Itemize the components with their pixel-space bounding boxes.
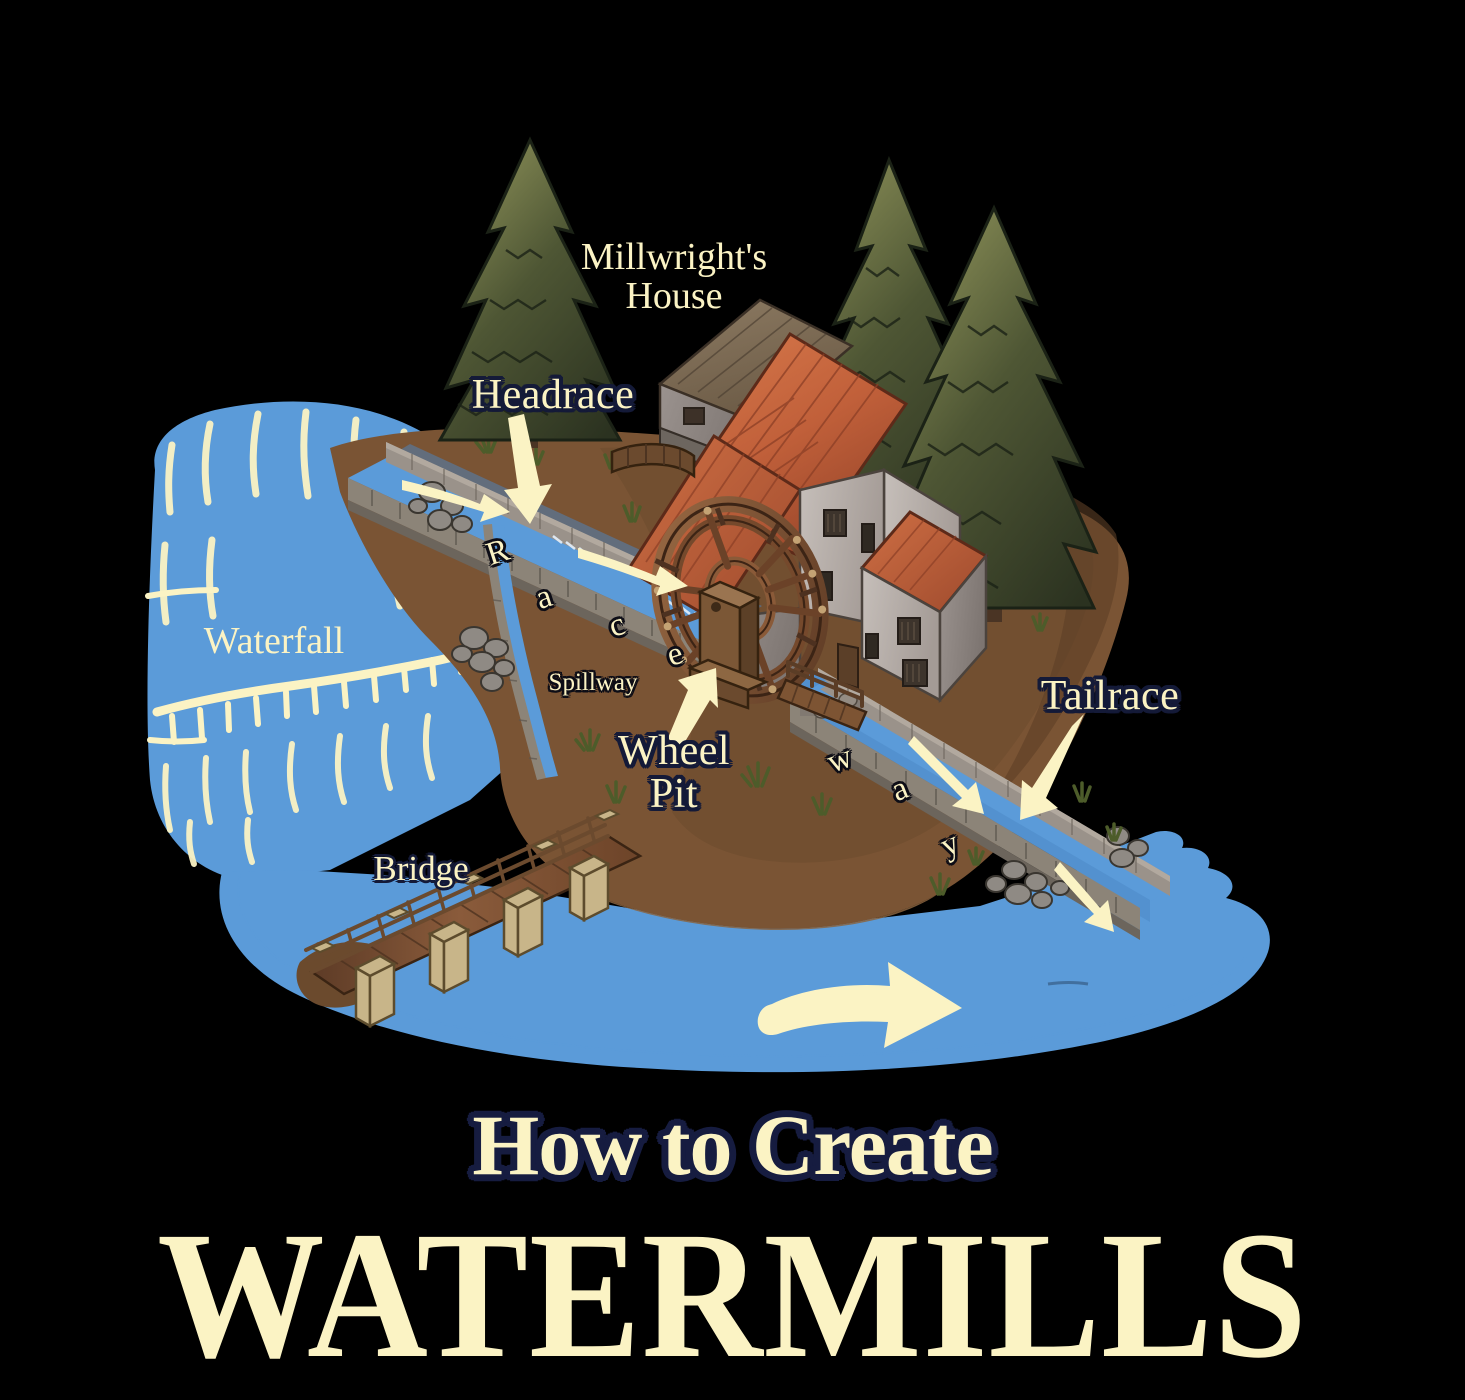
- lower-pond: [219, 830, 1270, 1073]
- headrace-mid-arrow: [578, 548, 688, 596]
- pond-flow-arrow: [757, 962, 962, 1048]
- flow-arrows: [402, 414, 1114, 1048]
- label-millwrights-house[interactable]: Millwright's House: [580, 236, 768, 317]
- wooden-bridge: [296, 808, 643, 1029]
- label-spillway[interactable]: Spillway: [548, 669, 638, 696]
- label-bridge[interactable]: Bridge: [373, 849, 469, 888]
- rock-cluster-tailrace: [985, 860, 1070, 909]
- label-wheel-pit[interactable]: Wheel Pit: [617, 728, 731, 817]
- poster-subtitle: How to Create: [472, 1097, 993, 1193]
- label-headrace[interactable]: Headrace: [471, 372, 635, 418]
- annex-windows: [865, 617, 928, 687]
- rock-cluster-mid: [451, 626, 515, 692]
- tailrace-flow-arrow-2: [1054, 862, 1114, 932]
- wheelpit-callout-arrow: [668, 668, 718, 750]
- headrace-inflow-arrow: [402, 480, 510, 522]
- tailrace-flow-arrow-1: [908, 736, 984, 814]
- poster-title: WATERMILLS: [157, 1195, 1308, 1396]
- headrace-callout-arrow: [504, 414, 552, 524]
- mill-walkway: [776, 660, 868, 732]
- label-waterfall[interactable]: Waterfall: [203, 620, 345, 662]
- log-fence: [610, 442, 696, 479]
- tailrace-callout-arrow: [1020, 714, 1084, 820]
- water-wheel: [651, 496, 829, 710]
- bridge-piers: [353, 854, 611, 1029]
- label-tailrace[interactable]: Tailrace: [1040, 673, 1180, 719]
